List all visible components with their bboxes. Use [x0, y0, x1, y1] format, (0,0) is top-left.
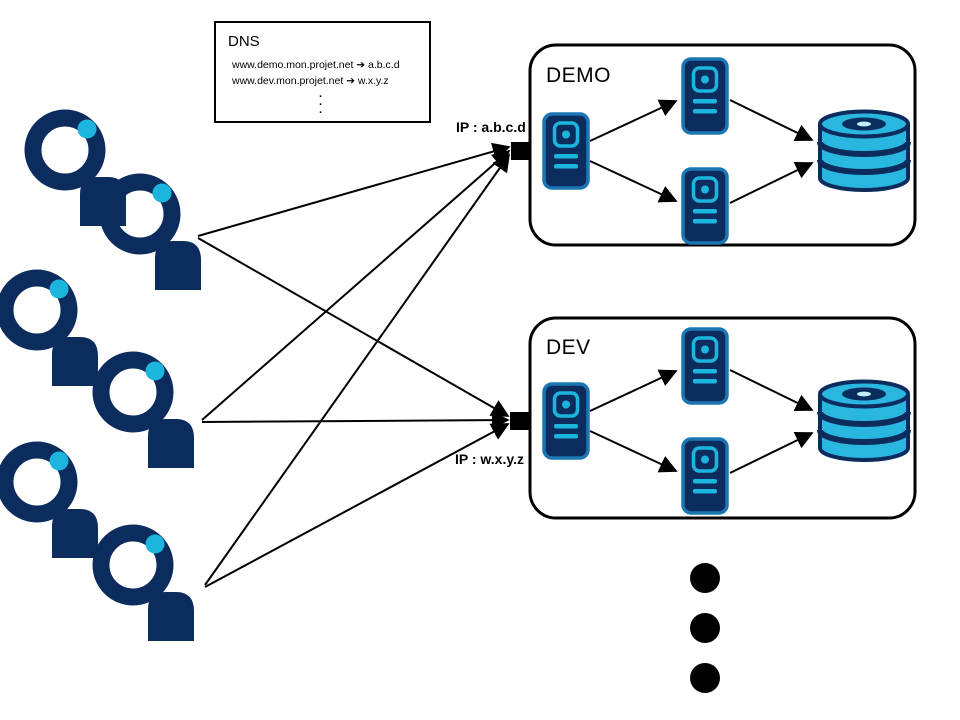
server-icon [681, 167, 729, 245]
dns-ellipsis-dot: . [319, 96, 322, 108]
request-arrows [197, 142, 511, 588]
dns-title: DNS [228, 33, 260, 50]
demo-label: DEMO [546, 64, 611, 87]
arrow-user-to-demo [204, 153, 511, 586]
more-environments-ellipsis [690, 563, 720, 693]
arrow-entry-to-server [589, 99, 678, 142]
database-icon [820, 112, 908, 191]
arrow-server-to-db [729, 432, 814, 474]
ellipsis-dot [690, 563, 720, 593]
dns-frame [214, 21, 431, 123]
server-icon [681, 437, 729, 515]
arrow-user-to-dev [204, 423, 510, 588]
user-icon [101, 360, 194, 468]
dns-ellipsis-dot: . [319, 104, 322, 116]
demo-ip-label: IP : a.b.c.d [456, 119, 526, 135]
ellipsis-dot [690, 613, 720, 643]
arrow-user-to-dev [197, 237, 510, 417]
environment-demo: DEMO IP : a.b.c.d [456, 43, 917, 247]
arrow-entry-to-server [589, 369, 678, 412]
arrow-server-to-db [729, 99, 814, 141]
dns-box: DNS www.demo.mon.projet.net ➔ a.b.c.d ww… [214, 21, 431, 123]
arrow-entry-to-server [589, 160, 678, 203]
user-icon [101, 533, 194, 641]
server-icon [681, 57, 729, 135]
dev-ip-label: IP : w.x.y.z [455, 451, 524, 467]
dns-entry: www.dev.mon.projet.net ➔ w.x.y.z [231, 75, 389, 87]
user-icon [5, 450, 98, 558]
server-icon [681, 327, 729, 405]
environment-dev: DEV IP : w.x.y.z [455, 316, 917, 520]
entry-server-icon [542, 382, 590, 460]
arrow-user-to-demo [201, 149, 511, 421]
user-icon [5, 278, 98, 386]
arrow-user-to-demo [197, 142, 511, 237]
database-icon [820, 382, 908, 461]
dev-port [510, 412, 529, 430]
arrow-server-to-db [729, 162, 814, 204]
dev-label: DEV [546, 336, 591, 359]
dns-ellipsis-dot: . [319, 88, 322, 100]
users-cluster [5, 118, 201, 641]
dev-frame [528, 316, 917, 520]
arrow-user-to-dev [201, 411, 510, 430]
dns-entry: www.demo.mon.projet.net ➔ a.b.c.d [231, 59, 400, 71]
entry-server-icon [542, 112, 590, 190]
arrow-entry-to-server [589, 430, 678, 473]
ellipsis-dot [690, 663, 720, 693]
user-icon [108, 182, 201, 290]
demo-port [511, 142, 530, 160]
arrow-server-to-db [729, 369, 814, 411]
